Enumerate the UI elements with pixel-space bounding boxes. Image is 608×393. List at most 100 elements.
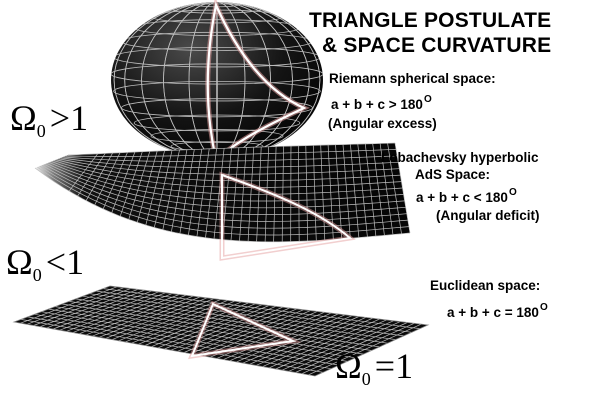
- saddle-grid-col: [136, 150, 158, 223]
- plane-grid-col: [282, 320, 394, 371]
- saddle-grid-col: [94, 152, 121, 206]
- plane-grid-col: [46, 289, 145, 329]
- plane-grid-col: [249, 316, 360, 365]
- plane-grid-col: [288, 321, 401, 372]
- plane-grid-col: [112, 298, 214, 340]
- saddle-grid-col: [179, 149, 195, 234]
- plane-grid-col: [20, 286, 118, 324]
- omega-subscript: 0: [36, 121, 46, 141]
- degree-symbol: O: [423, 94, 432, 105]
- omega-relation: <1: [45, 242, 85, 282]
- saddle-grid-col: [350, 144, 360, 238]
- saddle-grid-col: [145, 150, 165, 226]
- plane-grid-col: [66, 292, 166, 332]
- plane-grid-col: [79, 294, 180, 335]
- saddle-grid-col: [77, 153, 106, 197]
- saddle-grid-col: [342, 144, 351, 239]
- omega-subscript: 0: [32, 265, 42, 285]
- degree-symbol: O: [539, 302, 548, 313]
- saddle-grid-col: [364, 143, 377, 237]
- saddle-grid-col: [357, 144, 368, 237]
- sphere-latitude-line: [113, 80, 321, 102]
- spherical-formula-text: a + b + c > 180: [331, 97, 423, 112]
- omega-symbol: Ω: [6, 242, 33, 282]
- plane-grid-col: [59, 291, 159, 331]
- plane-grid-col: [105, 297, 207, 339]
- plane-grid-col: [269, 318, 380, 369]
- saddle-grid-col: [188, 149, 203, 236]
- plane-grid-col: [164, 305, 270, 350]
- hyperbolic-formula-text: a + b + c < 180: [416, 190, 508, 205]
- plane-grid-col: [118, 299, 221, 342]
- sphere-body: [111, 2, 323, 158]
- saddle-grid-col: [394, 142, 411, 234]
- saddle-triangle: [221, 173, 353, 260]
- plane-grid-col: [203, 310, 311, 357]
- euclidean-formula-text: a + b + c = 180: [447, 305, 539, 320]
- hyperbolic-formula: a + b + c < 180O: [416, 187, 517, 205]
- plane-grid-col: [197, 309, 304, 356]
- plane-edge: [12, 285, 430, 377]
- sphere-triangle: [206, 1, 307, 163]
- saddle-grid-col: [196, 148, 210, 237]
- saddle-grid-col: [281, 146, 284, 242]
- hyperbolic-space-label-line-1: Lobachevsky hyperbolic: [381, 150, 539, 165]
- spherical-formula: a + b + c > 180O: [331, 94, 432, 112]
- plane-grid-col: [53, 290, 152, 330]
- saddle-grid-col: [171, 149, 188, 232]
- plane-grid-col: [33, 288, 131, 326]
- sphere-longitude-line: [163, 2, 271, 158]
- saddle-grid-col: [312, 145, 317, 241]
- sphere-longitude-line: [188, 2, 246, 158]
- saddle-grid-col: [239, 147, 247, 241]
- omega-equals-one: Ω0=1: [335, 348, 413, 388]
- title-line-1: TRIANGLE POSTULATE: [309, 9, 552, 32]
- saddle-grid-col: [298, 145, 300, 242]
- saddle-grid-col: [379, 143, 394, 235]
- plane-grid-col: [183, 307, 290, 353]
- saddle-grid-col: [85, 152, 113, 201]
- omega-relation: =1: [374, 346, 414, 386]
- saddle-grid-col: [372, 143, 385, 236]
- hyperbolic-surface: [34, 142, 411, 261]
- spherical-surface: [111, 0, 323, 165]
- omega-subscript: 0: [361, 369, 371, 389]
- omega-relation: >1: [49, 98, 89, 138]
- saddle-grid-col: [320, 145, 326, 241]
- euclidean-formula: a + b + c = 180O: [447, 302, 548, 320]
- saddle-grid-col: [213, 148, 225, 239]
- saddle-grid-col: [305, 145, 309, 242]
- sphere-grid: [111, 2, 323, 158]
- omega-greater-than-one: Ω0>1: [10, 100, 88, 140]
- omega-symbol: Ω: [335, 346, 362, 386]
- sphere-longitude-line: [141, 2, 293, 158]
- saddle-grid-col: [119, 151, 143, 217]
- euclidean-plane: [12, 285, 430, 377]
- saddle-grid-col: [128, 151, 151, 220]
- saddle-grid-col: [102, 152, 128, 210]
- saddle-grid-col: [68, 153, 98, 192]
- plane-grid-col: [295, 322, 408, 373]
- plane-grid-col: [92, 295, 194, 337]
- plane-grid-col: [157, 304, 263, 349]
- sphere-latitude-line: [133, 114, 301, 132]
- plane-grid-col: [190, 308, 297, 355]
- spherical-note: (Angular excess): [328, 116, 437, 131]
- plane-grid-col: [255, 317, 366, 366]
- plane-grid-col: [301, 322, 415, 375]
- title-line-2: & SPACE CURVATURE: [322, 34, 552, 57]
- saddle-grid-col: [205, 148, 217, 238]
- saddle-grid-col: [335, 144, 343, 239]
- sphere-longitude-line: [124, 2, 310, 158]
- plane-grid-col: [26, 287, 124, 325]
- saddle-grid-col: [256, 146, 262, 242]
- saddle-grid-col: [153, 150, 173, 228]
- plane-grid-col: [262, 317, 373, 367]
- plane-grid-col: [85, 294, 187, 336]
- plane-grid: [20, 286, 422, 376]
- degree-symbol: O: [508, 187, 517, 198]
- plane-grid-col: [72, 293, 173, 333]
- plane-grid-col: [40, 289, 138, 328]
